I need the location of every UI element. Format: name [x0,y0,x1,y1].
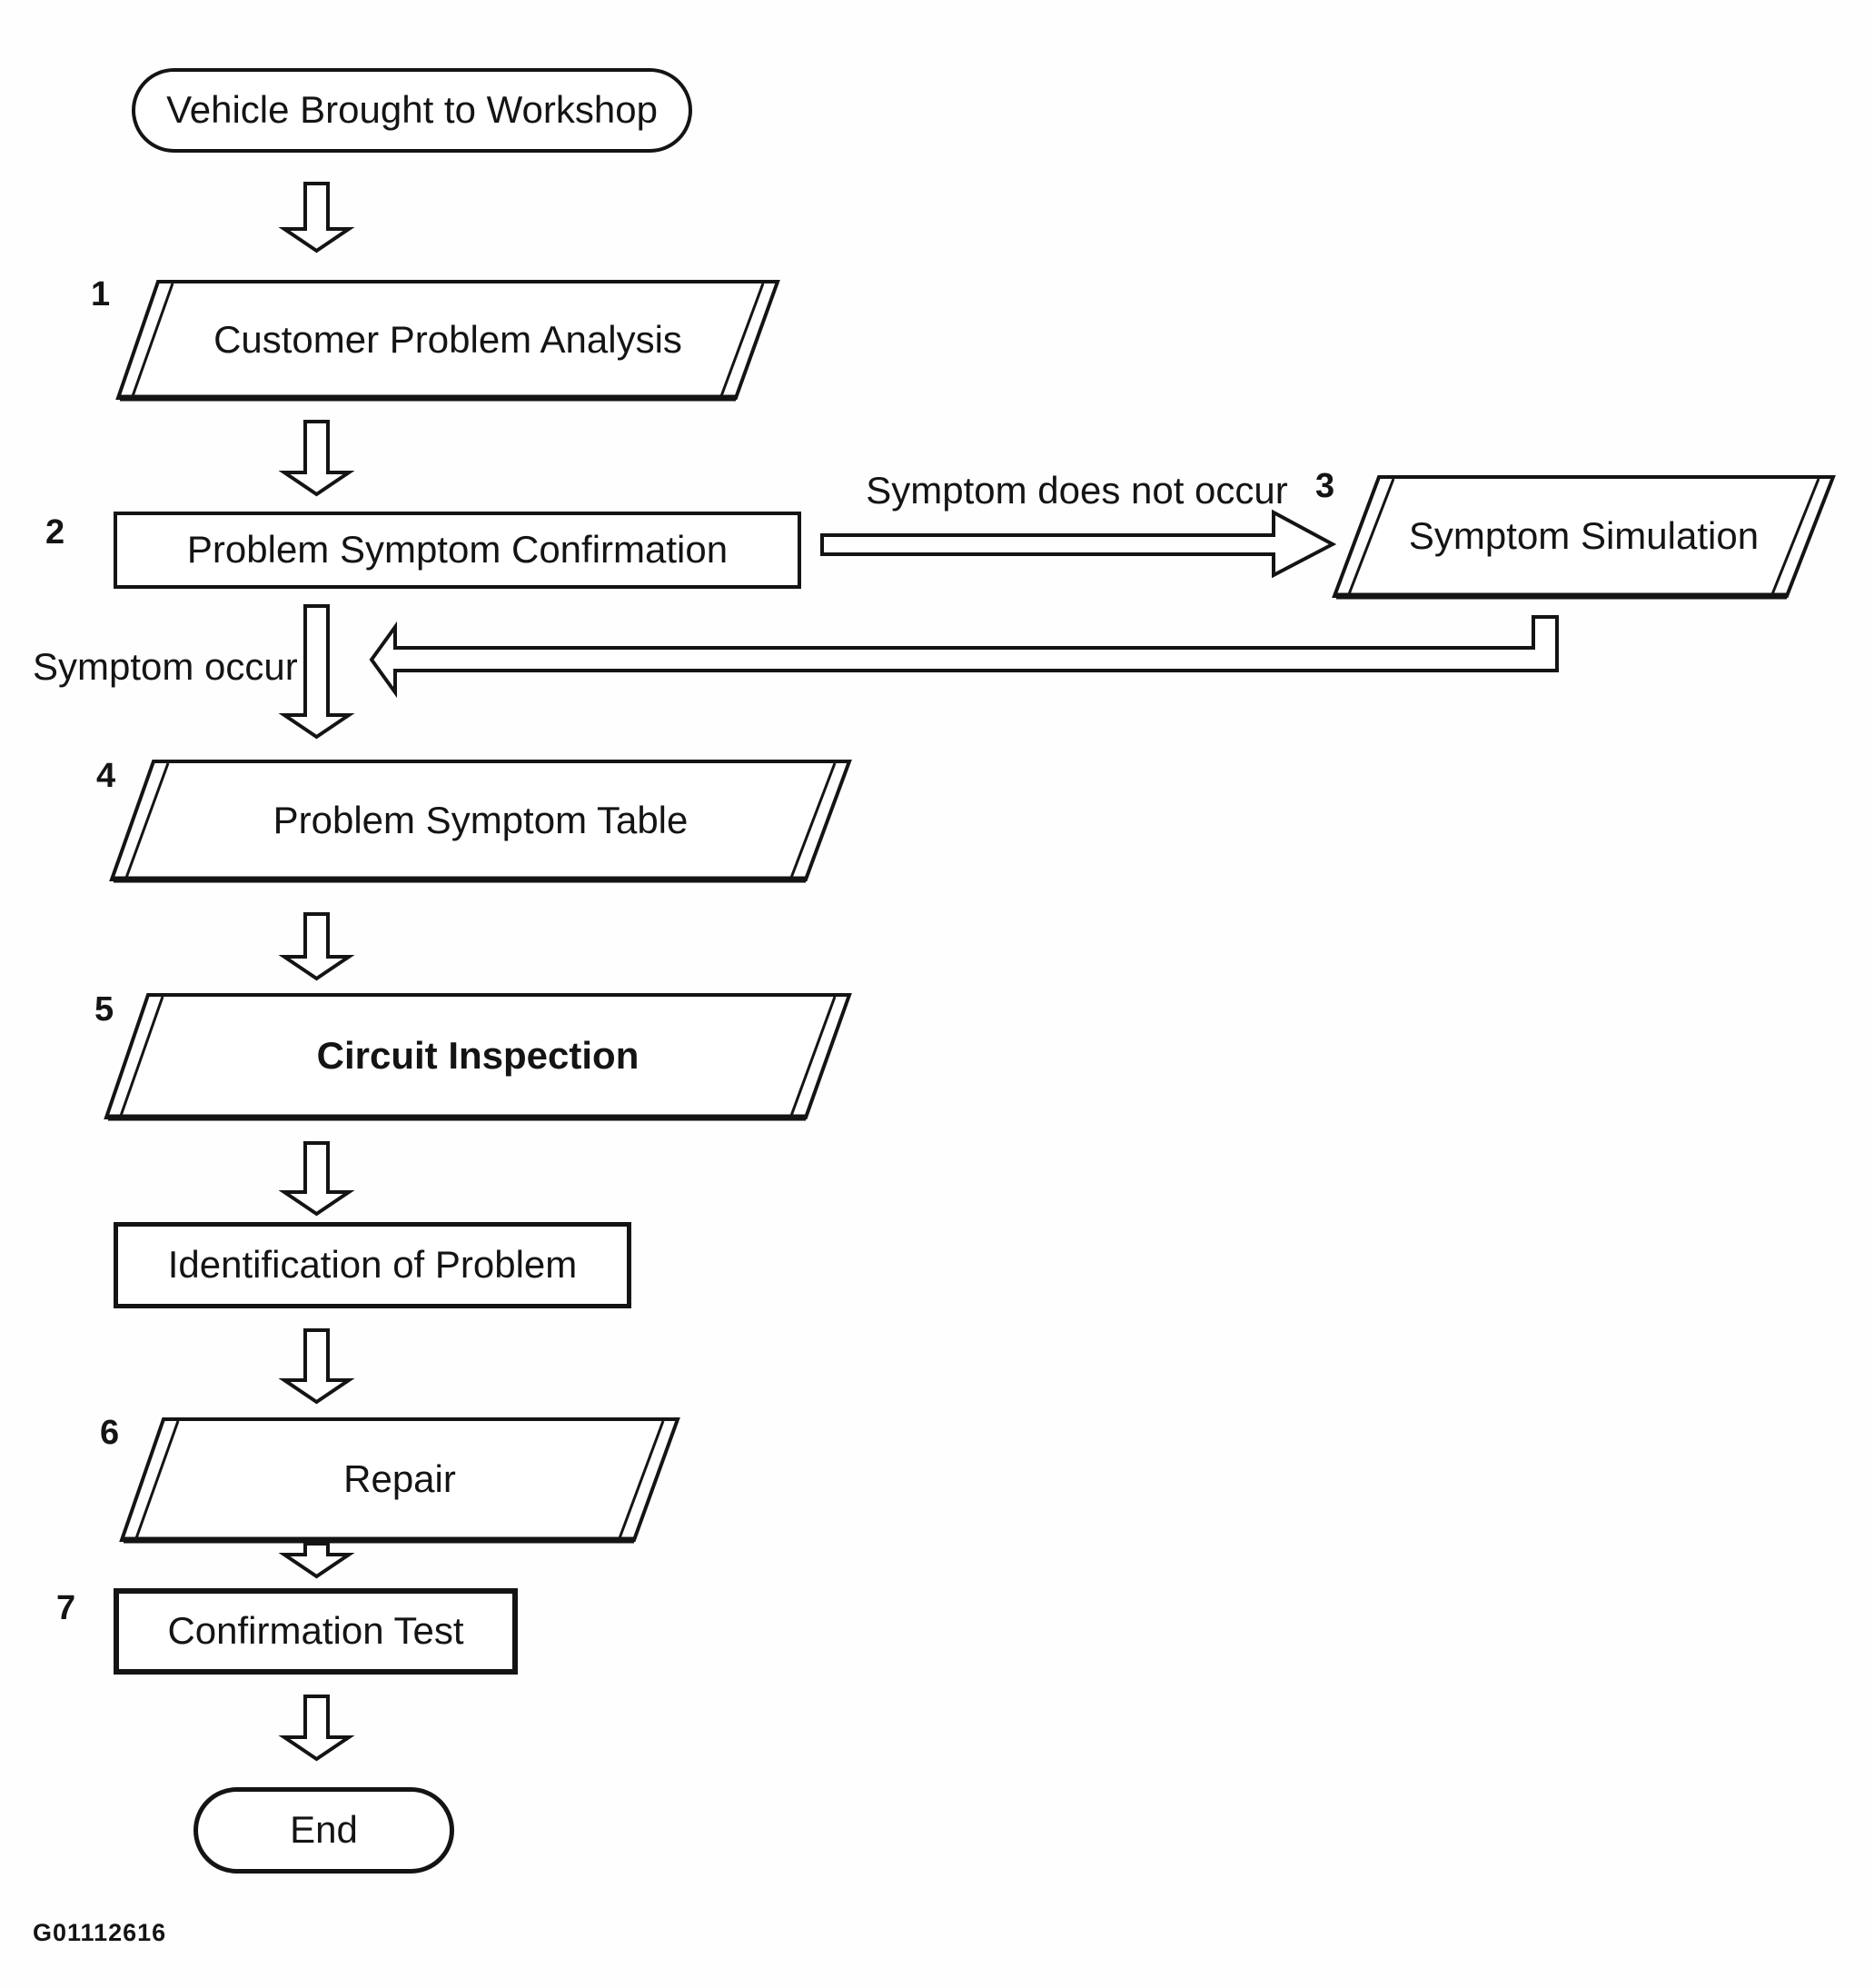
node-label: Identification of Problem [167,1243,578,1287]
step-number-2: 2 [45,513,65,552]
arrow-down-icon [278,1141,355,1217]
node-label: Problem Symptom Confirmation [186,528,729,572]
parallelogram-shape [115,280,780,402]
node-problem-symptom-table: Problem Symptom Table [109,760,852,883]
node-end-label: End [290,1808,358,1852]
step-number-3: 3 [1315,467,1335,505]
node-start-label: Vehicle Brought to Workshop [166,88,658,132]
node-label: Customer Problem Analysis [213,317,682,361]
node-label: Symptom Simulation [1408,514,1760,558]
node-symptom-simulation: Symptom Simulation [1332,475,1836,600]
step-number-7: 7 [56,1589,76,1627]
step-number-4: 4 [96,757,116,795]
node-confirmation-test: Confirmation Test [114,1588,518,1675]
step-number-6: 6 [100,1414,120,1452]
arrow-down-icon [278,182,355,253]
node-circuit-inspection: Circuit Inspection [104,993,852,1121]
edge-label-symptom-does-not-occur: Symptom does not occur [866,469,1288,512]
node-start-terminal: Vehicle Brought to Workshop [132,68,692,153]
step-number-5: 5 [94,990,114,1029]
arrow-down-icon [278,912,355,981]
node-end-terminal: End [193,1787,454,1874]
node-problem-symptom-confirmation: Problem Symptom Confirmation [114,512,801,589]
parallelogram-shape [104,993,852,1121]
node-identification-of-problem: Identification of Problem [114,1222,631,1308]
edge-label-symptom-occur: Symptom occur [33,645,298,688]
node-label: Circuit Inspection [316,1034,640,1078]
arrow-down-icon [278,1328,355,1405]
parallelogram-shape [119,1417,680,1544]
parallelogram-shape [109,760,852,883]
step-number-1: 1 [91,275,111,313]
arrow-down-icon [278,420,355,497]
parallelogram-shape [1332,475,1836,600]
arrow-right-icon [820,509,1337,579]
node-label: Repair [343,1457,456,1501]
node-label: Problem Symptom Table [273,798,689,841]
node-repair: Repair [119,1417,680,1544]
node-label: Confirmation Test [167,1609,464,1653]
arrow-down-icon [278,1695,355,1762]
node-customer-problem-analysis: Customer Problem Analysis [115,280,780,402]
arrow-down-icon [278,604,355,740]
figure-code: G01112616 [33,1919,167,1946]
arrow-return-left-icon [369,615,1559,699]
arrow-down-icon [278,1542,355,1579]
